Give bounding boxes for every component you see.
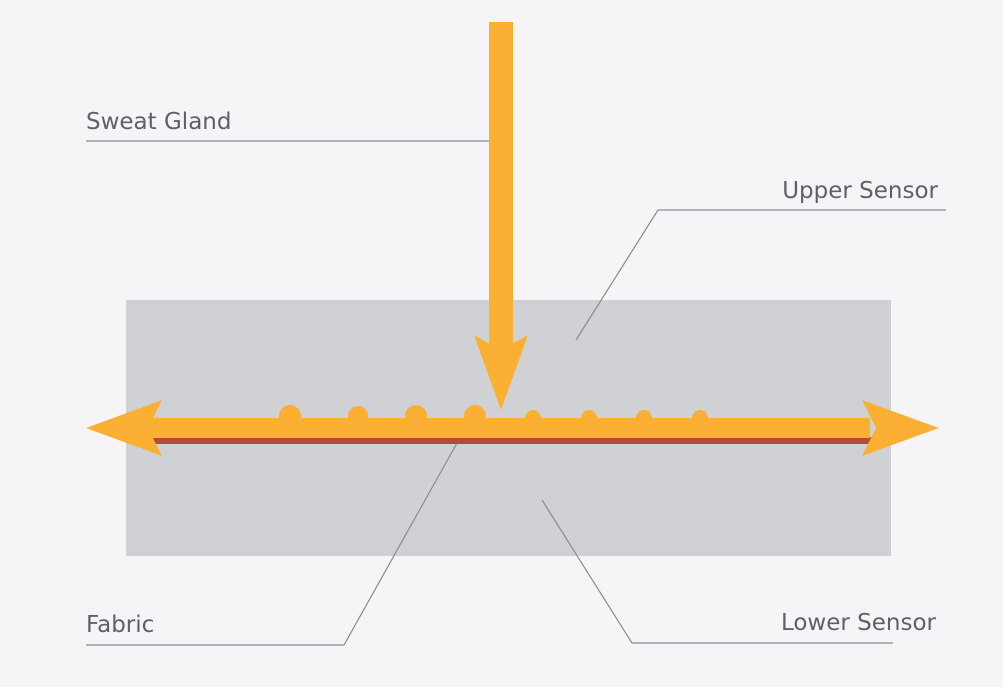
- label-fabric: Fabric: [86, 612, 155, 638]
- label-sweat-gland: Sweat Gland: [86, 109, 232, 135]
- sweat-droplet: [525, 410, 541, 426]
- sweat-droplet: [348, 406, 368, 426]
- sweat-droplet: [464, 405, 486, 427]
- label-upper-sensor: Upper Sensor: [782, 178, 938, 204]
- sweat-droplet: [279, 405, 301, 427]
- leader-line-upper-sensor: [575, 209, 946, 341]
- sweat-spread-bar: [148, 418, 870, 438]
- fabric-layer: [148, 437, 878, 444]
- leader-line-lower-sensor: [541, 499, 893, 644]
- sweat-flow-shaft: [489, 22, 513, 352]
- arrowhead-left: [86, 400, 162, 456]
- sweat-droplet: [581, 410, 597, 426]
- sweat-flow-arrowhead: [474, 335, 528, 410]
- label-lower-sensor: Lower Sensor: [780, 610, 936, 636]
- arrowhead-right: [862, 400, 939, 456]
- sweat-droplet: [692, 410, 708, 426]
- sweat-droplet: [636, 410, 652, 426]
- leader-line-fabric: [86, 426, 467, 646]
- sweat-droplet: [405, 405, 427, 427]
